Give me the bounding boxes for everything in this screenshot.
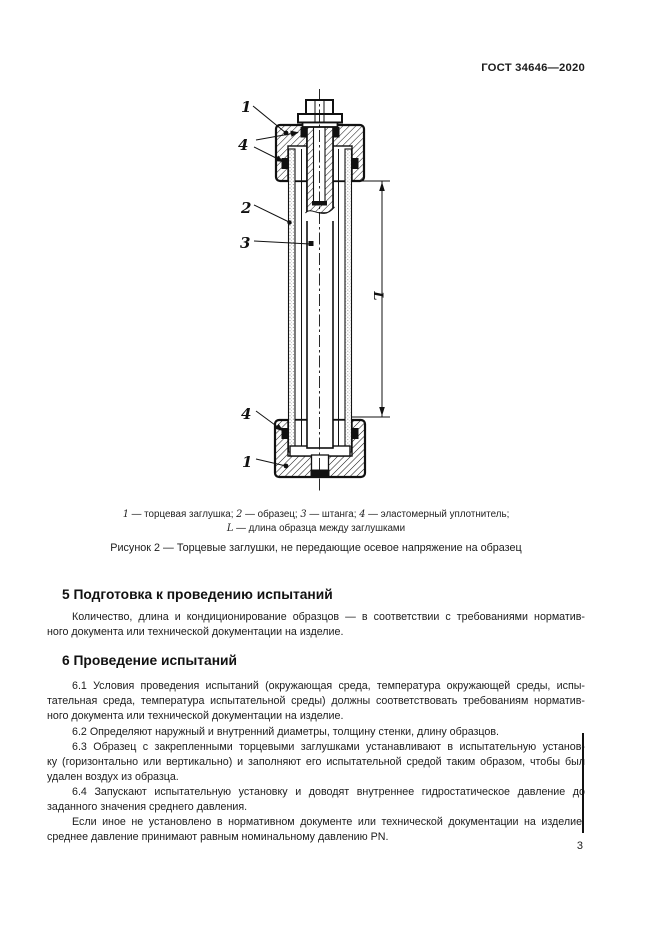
callout-specimen: 2 <box>240 199 251 217</box>
seal-bottom-right <box>352 428 359 439</box>
text-line: Количество, длина и кондиционирование об… <box>72 611 585 623</box>
text-line: заданного значения среднего давления. <box>47 801 248 814</box>
paragraph-6-1: 6.1 Условия проведения испытаний (окружа… <box>47 679 585 725</box>
doc-number: ГОСТ 34646—2020 <box>481 62 585 74</box>
callout-bottom-plug: 1 <box>242 453 252 471</box>
text-line: 6.2 Определяют наружный и внутренний диа… <box>72 725 500 738</box>
rod-break-line <box>305 206 335 214</box>
text-line: ного документа или технической документа… <box>47 626 344 639</box>
specimen-wall-left <box>287 148 296 453</box>
bolt-washer <box>297 113 343 124</box>
text-line: 6.1 Условия проведения испытаний (окружа… <box>72 680 585 692</box>
legend-line-1: 1 — торцевая заглушка; 2 — образец; 3 — … <box>47 508 585 522</box>
dimension-label: L <box>370 290 385 300</box>
legend-text: — торцевая заглушка; <box>128 509 237 520</box>
dimension-L: L <box>352 180 390 418</box>
bolt-flange-plate <box>301 121 339 128</box>
legend-text: — штанга; <box>306 509 360 520</box>
text-line: 6.3 Образец с закрепленными торцевыми за… <box>72 741 585 753</box>
callout-top-seal: 4 <box>238 136 248 154</box>
section-5-heading: 5 Подготовка к проведению испытаний <box>62 587 333 602</box>
page-number: 3 <box>576 840 583 852</box>
figure-caption: Рисунок 2 — Торцевые заглушки, не переда… <box>110 542 522 554</box>
legend-ref-italic: 4 <box>359 509 366 520</box>
leader-lines <box>252 105 314 469</box>
section-6-heading: 6 Проведение испытаний <box>62 653 238 668</box>
seal-bottom-left <box>281 428 288 439</box>
text-line: тательная среда, температура испытательн… <box>47 695 585 708</box>
text-line: ного документа или технической документа… <box>47 710 344 723</box>
legend-ref-italic: 1 <box>122 509 129 520</box>
figure-2-diagram: L 1 4 2 3 4 1 <box>238 89 390 492</box>
bottom-hole-plug <box>310 469 330 477</box>
text-line: 6.4 Запускают испытательную установку и … <box>72 786 585 798</box>
callout-top-plug: 1 <box>241 98 251 116</box>
bottom-hole <box>310 454 330 472</box>
paragraph: Количество, длина и кондиционирование об… <box>47 610 585 640</box>
seal-top-outer-left <box>281 158 288 169</box>
paragraph-6-2: 6.2 Определяют наружный и внутренний диа… <box>47 725 585 740</box>
legend-text: — эластомерный уплотнитель; <box>365 509 510 520</box>
paragraph-6-4: 6.4 Запускают испытательную установку и … <box>47 785 585 815</box>
callout-rod: 3 <box>240 234 250 252</box>
seal-top-inner-right <box>333 127 340 138</box>
specimen-wall-right <box>344 148 353 453</box>
paragraph-6-4-note: Если иное не установлено в нормативном д… <box>47 815 585 845</box>
callout-bottom-seal: 4 <box>241 405 251 423</box>
legend-text: — образец; <box>242 509 301 520</box>
change-bar <box>582 733 584 833</box>
text-line: удален воздух из образца. <box>47 771 179 784</box>
legend-ref-italic: 3 <box>300 509 307 520</box>
legend-ref-italic: L <box>226 522 234 534</box>
seal-top-inner-left <box>300 127 307 138</box>
legend-line-2: L — длина образца между заглушками <box>47 522 585 536</box>
paragraph-6-3: 6.3 Образец с закрепленными торцевыми за… <box>47 740 585 786</box>
text-line: ку (горизонтально или вертикально) и зап… <box>47 756 585 769</box>
legend-text: — длина образца между заглушками <box>233 522 406 534</box>
text-line: среднее давление принимают равным номина… <box>47 831 389 844</box>
seal-top-outer-right <box>352 158 359 169</box>
legend-ref-italic: 2 <box>236 509 243 520</box>
figure-legend: 1 — торцевая заглушка; 2 — образец; 3 — … <box>47 508 585 536</box>
text-line: Если иное не установлено в нормативном д… <box>72 816 585 828</box>
